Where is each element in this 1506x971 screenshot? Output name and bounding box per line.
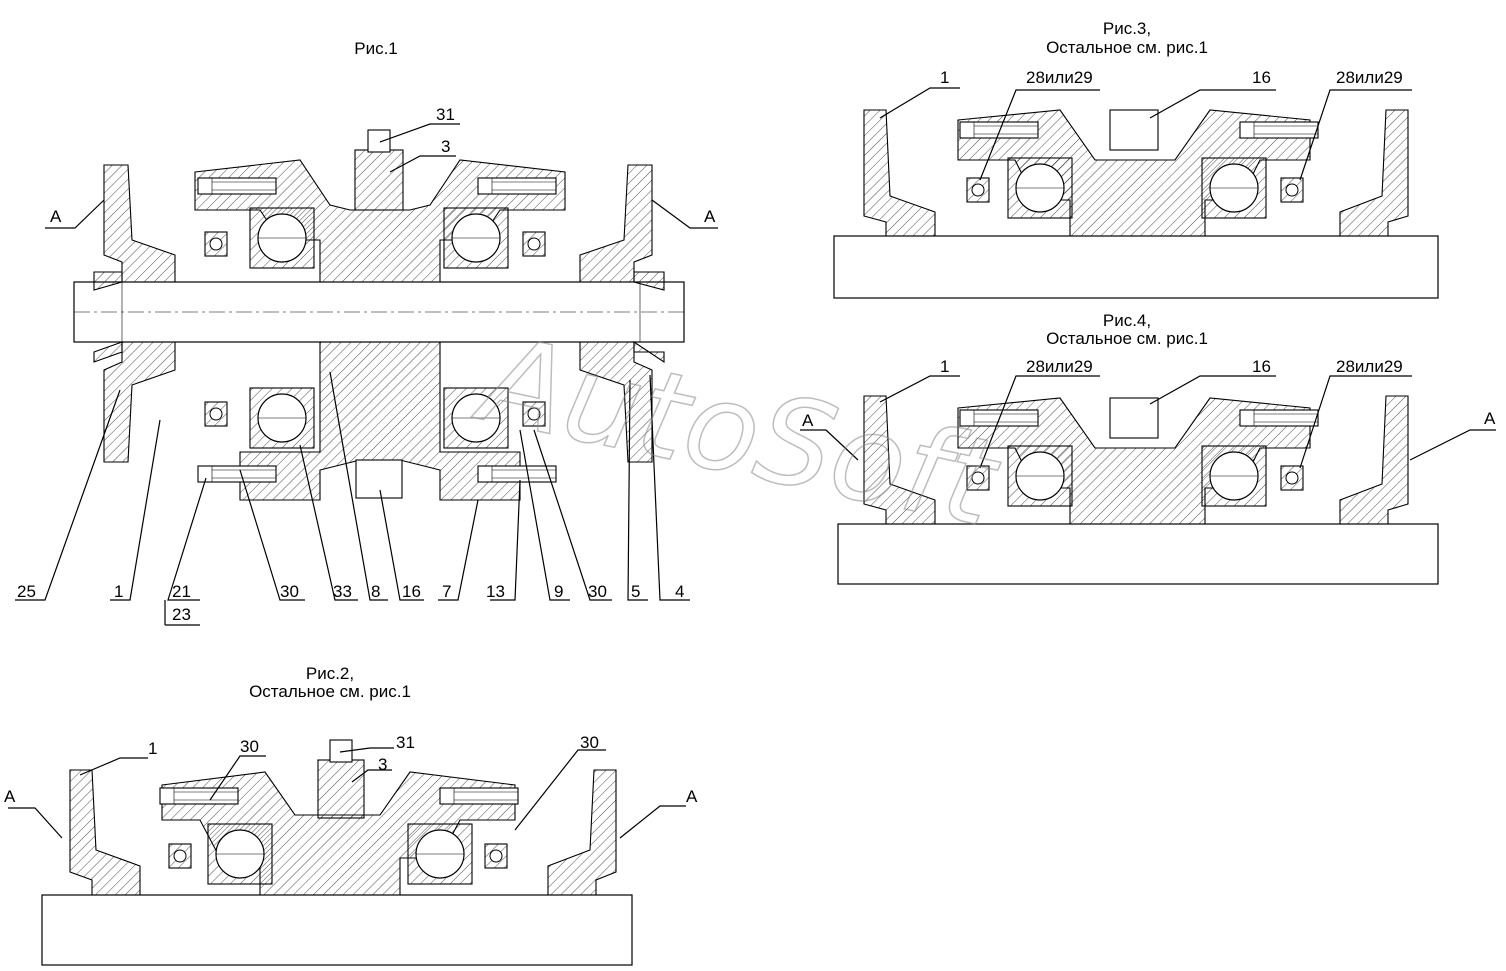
fig3-seal-left bbox=[966, 177, 990, 203]
fig4-shaft bbox=[837, 523, 1439, 585]
bolt-top-left bbox=[197, 177, 277, 195]
fig4-left-flange bbox=[863, 395, 936, 525]
label-25: 25 bbox=[17, 582, 36, 601]
label-16: 16 bbox=[402, 582, 421, 601]
label-8: 8 bbox=[371, 582, 380, 601]
fig2-shaft bbox=[41, 894, 633, 966]
hub-bottom bbox=[239, 341, 521, 501]
fig2-label-31: 31 bbox=[396, 733, 415, 752]
label-30-left: 30 bbox=[280, 582, 299, 601]
fig3-bolt-right bbox=[1239, 121, 1319, 139]
bearing-bottom-left bbox=[249, 387, 315, 449]
bolt-bottom-right bbox=[477, 465, 557, 483]
fig4-label-16: 16 bbox=[1252, 357, 1271, 376]
fig4-bearing-right bbox=[1201, 445, 1267, 507]
left-flange-bottom bbox=[103, 341, 176, 463]
fig4-label-28-left: 28или29 bbox=[1026, 357, 1093, 376]
bearing-top-right bbox=[443, 207, 509, 269]
bearing-top-left bbox=[249, 207, 315, 269]
label-a-left: А bbox=[50, 207, 62, 226]
figure-2: Рис.2, Остальное см. рис.1 1 30 31 3 30 … bbox=[4, 664, 698, 966]
fig3-label-16: 16 bbox=[1252, 68, 1271, 87]
drain-plug bbox=[355, 459, 403, 499]
fig3-bearing-right bbox=[1201, 157, 1267, 219]
fig3-bearing-left bbox=[1007, 157, 1073, 219]
label-a-right: А bbox=[704, 207, 716, 226]
fig3-title-line2: Остальное см. рис.1 bbox=[1046, 38, 1208, 57]
fig3-title-line1: Рис.3, bbox=[1103, 19, 1151, 38]
seal-top-right bbox=[522, 231, 546, 257]
fig3-right-flange bbox=[1339, 109, 1409, 237]
seal-bottom-left bbox=[204, 401, 228, 427]
fig4-bearing-left bbox=[1007, 445, 1073, 507]
fig3-seal-right bbox=[1280, 177, 1304, 203]
label-5: 5 bbox=[631, 582, 640, 601]
label-13: 13 bbox=[486, 582, 505, 601]
fig2-label-30-right: 30 bbox=[580, 733, 599, 752]
fig2-label-30-left: 30 bbox=[240, 737, 259, 756]
fig2-label-a-right: А bbox=[686, 787, 698, 806]
fig1-title: Рис.1 bbox=[354, 39, 398, 58]
label-31: 31 bbox=[436, 105, 455, 124]
fig4-bolt-right bbox=[1239, 409, 1319, 427]
fig3-plug bbox=[1109, 109, 1159, 151]
label-21: 21 bbox=[172, 582, 191, 601]
fig2-seal-left bbox=[168, 843, 192, 869]
label-7: 7 bbox=[442, 582, 451, 601]
watermark-logo: AutoSoft bbox=[465, 309, 1011, 555]
fig2-right-flange bbox=[547, 769, 617, 896]
figure-4: Рис.4, Остальное см. рис.1 1 28или29 16 … bbox=[800, 311, 1496, 585]
fig3-label-1: 1 bbox=[940, 68, 949, 87]
fig3-left-flange bbox=[863, 109, 936, 237]
grease-fitting-boss bbox=[354, 149, 404, 211]
label-4: 4 bbox=[675, 582, 684, 601]
fig2-label-1: 1 bbox=[148, 739, 157, 758]
fig2-title-line1: Рис.2, bbox=[306, 664, 354, 683]
label-33: 33 bbox=[333, 582, 352, 601]
fig4-seal-right bbox=[1280, 465, 1304, 491]
fig2-left-flange bbox=[69, 769, 141, 896]
fig2-seal-right bbox=[484, 843, 508, 869]
fig4-label-1: 1 bbox=[940, 357, 949, 376]
grease-nipple bbox=[367, 129, 391, 153]
label-30-right: 30 bbox=[588, 582, 607, 601]
seal-top-left bbox=[204, 231, 228, 257]
fig2-bolt-left bbox=[159, 787, 239, 805]
bolt-bottom-left bbox=[197, 465, 277, 483]
fig4-label-a-right: А bbox=[1484, 409, 1496, 428]
fig3-shaft bbox=[833, 235, 1439, 299]
fig2-bearing-left bbox=[207, 823, 273, 885]
fig2-label-3: 3 bbox=[378, 755, 387, 774]
fig2-bearing-right bbox=[407, 823, 473, 885]
label-9: 9 bbox=[554, 582, 563, 601]
fig3-label-28-left: 28или29 bbox=[1026, 68, 1093, 87]
fig4-label-28-right: 28или29 bbox=[1336, 357, 1403, 376]
fig4-title-line2: Остальное см. рис.1 bbox=[1046, 329, 1208, 348]
right-flange-top bbox=[579, 164, 653, 283]
label-3: 3 bbox=[441, 137, 450, 156]
figure-3: Рис.3, Остальное см. рис.1 1 28или29 16 … bbox=[833, 19, 1439, 299]
fig2-bolt-right bbox=[439, 787, 519, 805]
fig4-label-a-left: А bbox=[802, 411, 814, 430]
fig3-label-28-right: 28или29 bbox=[1336, 68, 1403, 87]
fig2-title-line2: Остальное см. рис.1 bbox=[249, 682, 411, 701]
label-23: 23 bbox=[172, 605, 191, 624]
fig4-plug bbox=[1109, 397, 1159, 439]
fig3-bolt-left bbox=[959, 121, 1039, 139]
left-flange-top bbox=[103, 164, 176, 283]
fig4-right-flange bbox=[1339, 395, 1409, 525]
figure-1: Рис.1 bbox=[15, 39, 718, 626]
fig4-title-line1: Рис.4, bbox=[1103, 311, 1151, 330]
label-1: 1 bbox=[114, 582, 123, 601]
fig2-label-a-left: А bbox=[4, 787, 16, 806]
bolt-top-right bbox=[477, 177, 557, 195]
